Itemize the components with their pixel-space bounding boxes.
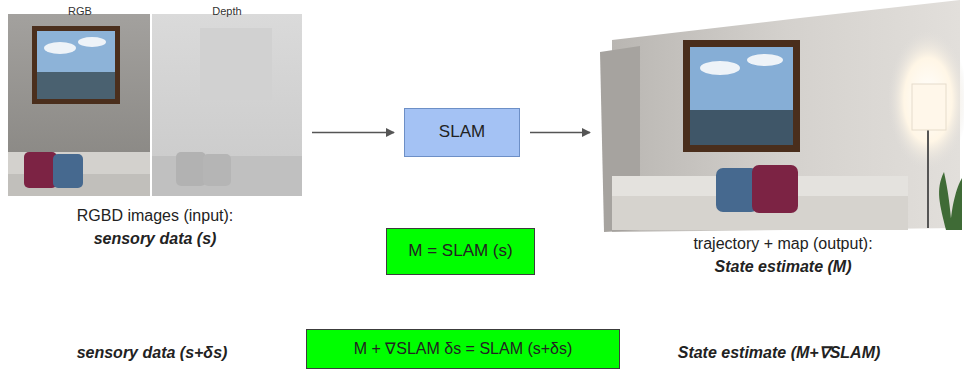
map-red-pillow <box>752 165 798 213</box>
text-slot: RGBD images (input): <box>0 206 315 225</box>
row-label: State estimate (M+∇SLAM) <box>678 343 881 362</box>
image-title: Depth <box>212 5 241 18</box>
text-slot: sensory data (s+δs) <box>0 343 322 362</box>
rgb-sky <box>37 31 115 99</box>
box-text: M + ∇SLAM δs = SLAM (s+δs) <box>354 339 573 358</box>
rgb-cloud <box>44 42 76 54</box>
box-text: SLAM <box>439 122 485 142</box>
equation-box: M = SLAM (s) <box>386 228 535 275</box>
text-slot: Depth <box>67 1 387 19</box>
map-cloud <box>700 61 740 75</box>
map-cloud <box>747 54 783 66</box>
text-slot: RGB <box>0 1 240 19</box>
map-frame <box>683 40 800 152</box>
text-slot: trajectory + map (output): <box>623 234 943 253</box>
depth-frame <box>200 28 272 100</box>
process-box: SLAM <box>404 108 520 157</box>
map-reconstruction <box>600 0 964 232</box>
map-plant <box>939 172 962 230</box>
text-slot: State estimate (M) <box>623 257 943 276</box>
equation-box: M + ∇SLAM δs = SLAM (s+δs) <box>306 329 620 369</box>
caption-text: RGBD images (input): <box>77 206 234 225</box>
caption-emphasis: State estimate (M) <box>715 257 852 276</box>
input-panel: RGB DepthRGBD images (input): sensory data… <box>8 0 302 252</box>
flow-arrow <box>312 132 394 133</box>
depth-pillow <box>203 154 231 186</box>
rgb-image <box>8 14 150 196</box>
map-lamp-pole <box>927 128 929 228</box>
map-blue-pillow <box>716 168 758 212</box>
rgb-wall <box>8 14 150 196</box>
map-water <box>690 110 793 145</box>
depth-image <box>152 14 302 196</box>
rgb-frame <box>32 26 120 104</box>
rgb-cloud <box>78 37 106 47</box>
box-text: M = SLAM (s) <box>408 241 512 261</box>
depth-pillow <box>176 152 206 186</box>
rgb-red-pillow <box>24 152 57 188</box>
caption-emphasis: sensory data (s) <box>94 229 217 248</box>
map-lamp-shade <box>912 84 946 130</box>
image-title: RGB <box>68 5 92 18</box>
rgb-blue-pillow <box>53 154 83 188</box>
depth-wall <box>152 14 302 196</box>
flow-arrow <box>530 132 590 133</box>
map-lamp-glow <box>888 30 964 170</box>
rgb-water <box>37 72 115 99</box>
map-sky <box>690 47 793 145</box>
text-slot: State estimate (M+∇SLAM) <box>609 343 949 362</box>
row-label: sensory data (s+δs) <box>77 343 228 362</box>
text-slot: sensory data (s) <box>0 229 315 248</box>
output-panel: trajectory + map (output): State estimate… <box>600 0 964 282</box>
caption-text: trajectory + map (output): <box>693 234 872 253</box>
